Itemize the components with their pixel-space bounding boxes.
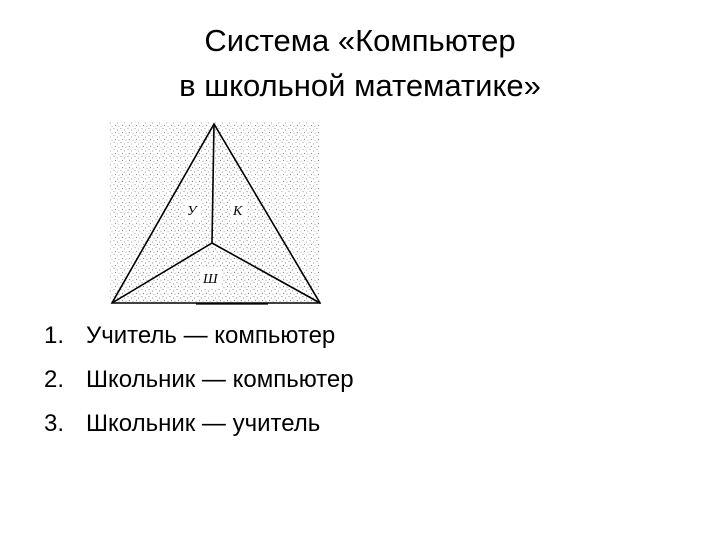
edge-apex-center (211, 123, 215, 244)
tetrahedron-diagram: У К Ш (106, 120, 326, 308)
tetrahedron-svg: У К Ш (110, 122, 322, 308)
vertex-label-computer: К (232, 204, 243, 219)
edge-right-center (211, 242, 321, 304)
list-item-text: Школьник — учитель (86, 410, 321, 437)
list-item-number: 3. (44, 410, 65, 437)
base-triangle (110, 122, 322, 304)
label-backdrop-student (201, 268, 221, 288)
list-item-number: 1. (44, 322, 65, 349)
bottom-face-gap (196, 305, 268, 308)
slide-title-line-2: в школьной математике» (179, 68, 541, 103)
label-backdrop-teacher (185, 200, 201, 220)
list-item-text: Учитель — компьютер (86, 322, 336, 349)
list-item: 1. Учитель — компьютер (44, 314, 354, 358)
list-item-number: 2. (44, 366, 65, 393)
points-list: 1. Учитель — компьютер 2. Школьник — ком… (44, 314, 354, 446)
label-backdrop-computer (231, 200, 247, 220)
vertex-label-teacher: У (187, 204, 198, 219)
list-item: 3. Школьник — учитель (44, 402, 354, 446)
slide-title-line-1: Система «Компьютер (204, 23, 516, 58)
vertex-label-student: Ш (202, 272, 219, 287)
slide-title: Система «Компьютер в школьной математике… (60, 18, 660, 108)
edge-left-center (111, 242, 213, 304)
list-item: 2. Школьник — компьютер (44, 358, 354, 402)
list-item-text: Школьник — компьютер (86, 366, 354, 393)
